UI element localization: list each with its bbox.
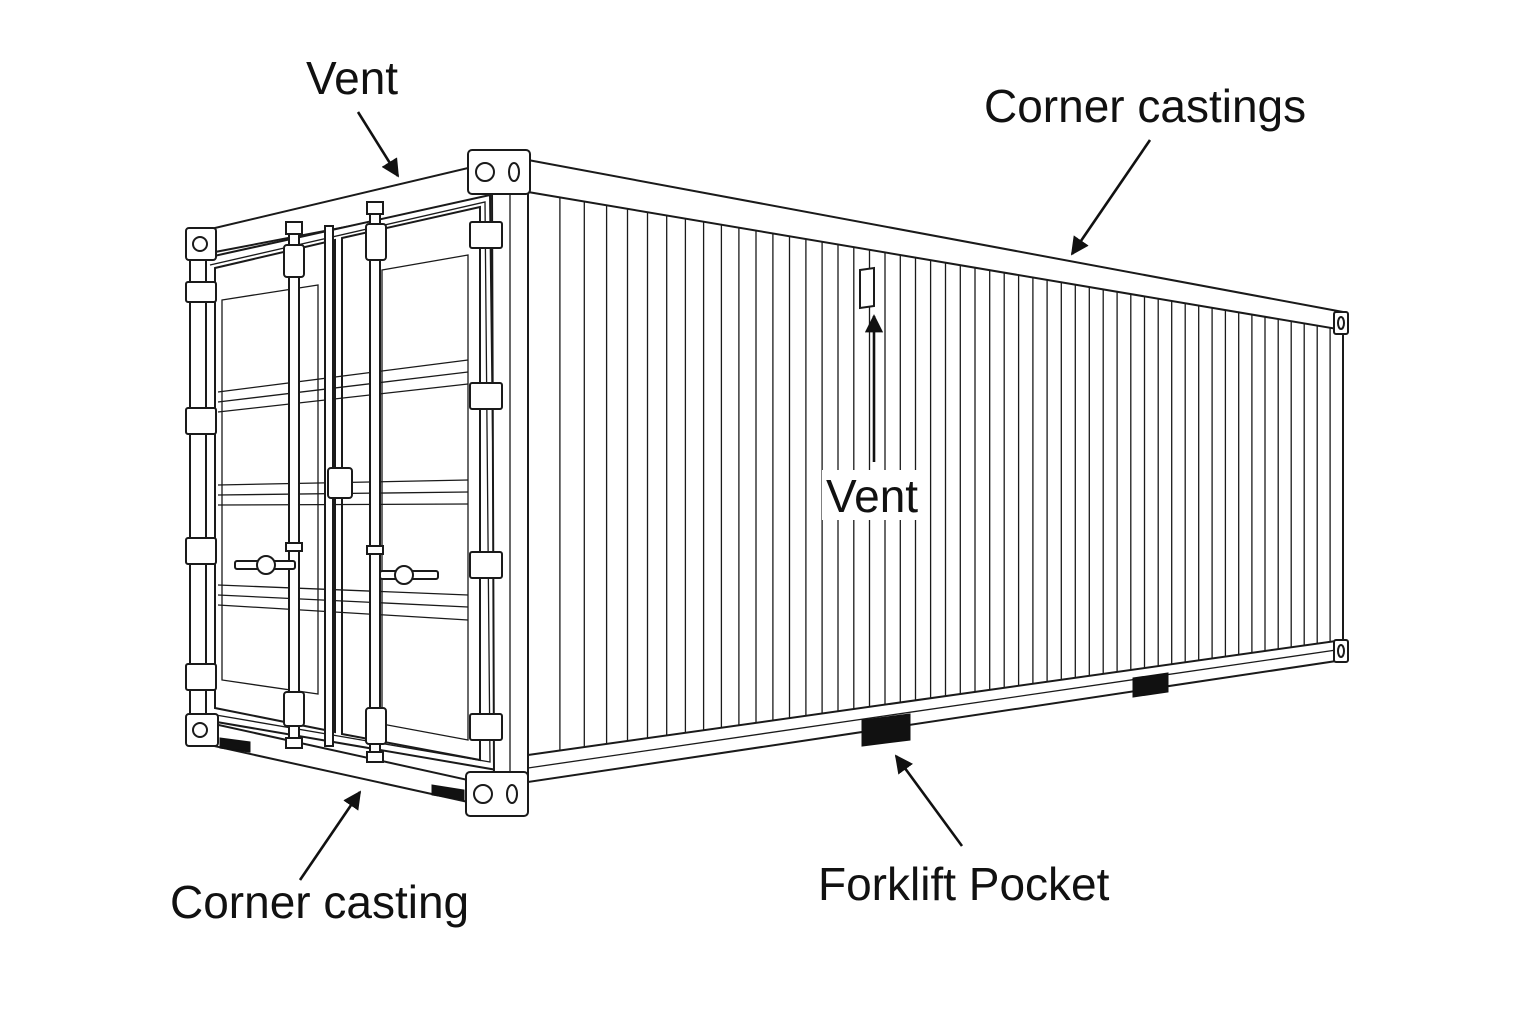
corner-casting-top-front-right [467, 149, 531, 195]
corner-casting-bottom-front-left [185, 713, 219, 747]
locking-bar-1 [288, 231, 300, 745]
front-frame-inner [209, 201, 491, 763]
bar-foot-1 [285, 737, 303, 749]
arrow-corner-castings [1070, 139, 1152, 256]
side-corrugations [559, 197, 1331, 751]
front-pocket-right [431, 784, 465, 801]
door-corrugation-bands [217, 359, 469, 621]
forklift-pockets [219, 672, 1169, 801]
callout-arrows [298, 111, 1152, 881]
front-left-corner-post [189, 240, 207, 729]
callout-labels: Vent Corner castings Vent Corner casting… [170, 52, 1306, 928]
label-vent-top: Vent [306, 52, 398, 104]
left-door-panel [221, 284, 319, 695]
door-handles [234, 555, 439, 585]
forklift-pocket-front [861, 713, 911, 747]
bar-guide-top-right [365, 223, 387, 261]
corner-casting-top-front-left [185, 227, 217, 261]
bar-cap-1 [285, 221, 303, 235]
arrow-vent-top [356, 111, 400, 178]
door-center-lock [327, 467, 353, 499]
corner-casting-top-rear [1333, 311, 1349, 335]
bar-bracket-1 [285, 542, 303, 552]
left-handle-hub [256, 555, 276, 575]
left-door [214, 238, 336, 734]
forklift-pocket-rear [1132, 672, 1169, 698]
bar-guide-bottom-right [365, 707, 387, 745]
label-corner-castings: Corner castings [984, 80, 1306, 132]
bar-guide-top-left [283, 244, 305, 278]
label-forklift-pocket: Forklift Pocket [818, 858, 1110, 910]
side-vent-icon [859, 266, 875, 310]
corner-casting-bottom-rear [1333, 639, 1349, 663]
arrow-corner-casting [298, 790, 362, 881]
bar-foot-2 [366, 751, 384, 763]
right-door [341, 205, 481, 762]
arrow-forklift-pocket [894, 754, 964, 847]
bar-bracket-2 [366, 545, 384, 555]
container-illustration [185, 149, 1349, 817]
label-corner-casting: Corner casting [170, 876, 469, 928]
bottom-rail-edge [527, 648, 1344, 769]
label-vent-side-backdrop [822, 470, 926, 520]
corner-casting-bottom-front-right [465, 771, 529, 817]
label-vent-side: Vent [826, 470, 918, 522]
door-hinges [185, 221, 503, 741]
bar-guide-bottom-left [283, 691, 305, 727]
bar-cap-2 [366, 201, 384, 215]
right-handle-hub [394, 565, 414, 585]
front-pocket-left [219, 737, 251, 753]
corner-castings-group [185, 149, 1349, 817]
locking-bar-3 [369, 209, 381, 756]
locking-bars [283, 201, 387, 763]
